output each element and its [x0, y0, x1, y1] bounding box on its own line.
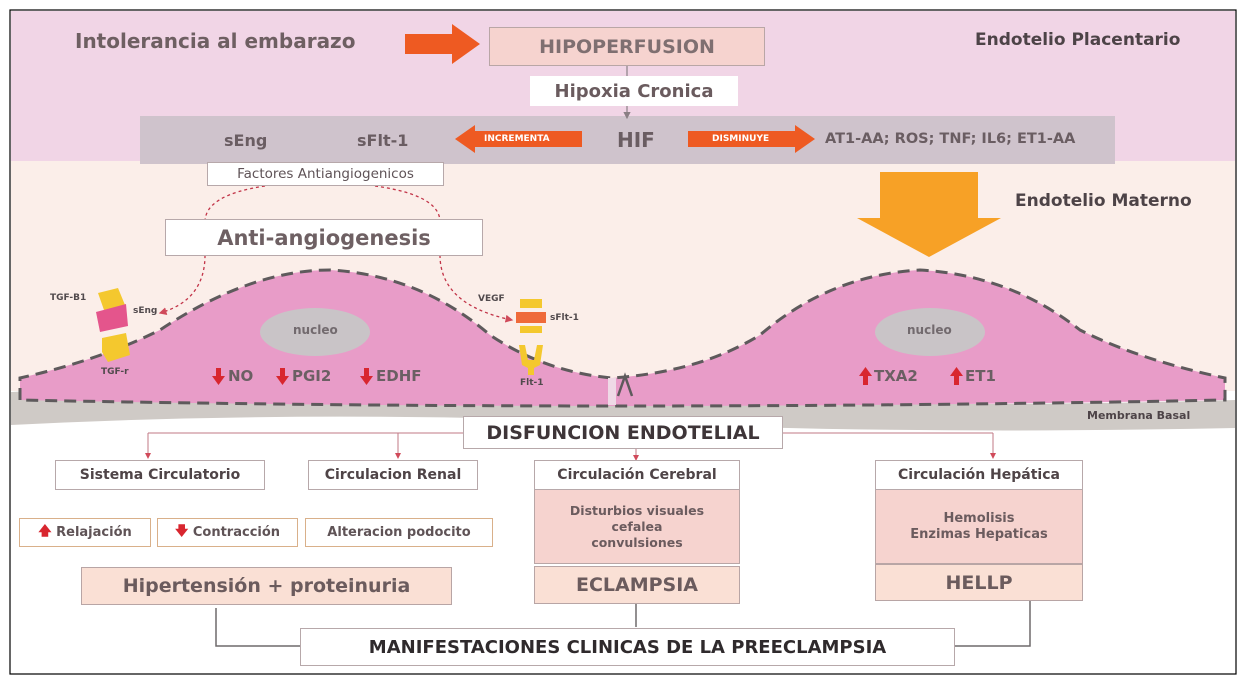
- cerebral-effect-cefalea: cefalea: [611, 518, 663, 534]
- membrana-basal-label: Membrana Basal: [1087, 409, 1191, 422]
- curve-to-seng: [158, 254, 206, 315]
- hepatic-effects-box: Hemolisis Enzimas Hepaticas: [875, 490, 1083, 564]
- eclampsia-box: ECLAMPSIA: [534, 566, 740, 604]
- circulacion-hepatica-box: Circulación Hepática: [875, 460, 1083, 490]
- relajacion-box: 🡅 Relajación: [19, 518, 151, 547]
- factores-antiangiogenicos-box: Factores Antiangiogenicos: [207, 162, 444, 186]
- factores-list-label: AT1-AA; ROS; TNF; IL6; ET1-AA: [825, 131, 1076, 147]
- hif-label: HIF: [617, 128, 655, 152]
- seng-small-label: sEng: [133, 306, 158, 316]
- tgf-b1-label: TGF-B1: [50, 293, 87, 303]
- circulacion-renal-box: Circulacion Renal: [308, 460, 478, 490]
- hipertension-box: Hipertensión + proteinuria: [81, 567, 452, 605]
- contraccion-label: Contracción: [192, 525, 281, 540]
- endotelio-placentario-label: Endotelio Placentario: [975, 30, 1181, 50]
- arrow-incrementa: [455, 125, 582, 153]
- circulacion-cerebral-box: Circulación Cerebral: [534, 460, 740, 490]
- nucleo-right-label: nucleo: [907, 323, 952, 337]
- hipoxia-box: Hipoxia Cronica: [530, 76, 738, 106]
- hipoperfusion-box: HIPOPERFUSION: [489, 27, 765, 66]
- hepatic-effect-enzimas: Enzimas Hepaticas: [910, 526, 1048, 542]
- down-arrow-no: [212, 368, 225, 385]
- intolerancia-label: Intolerancia al embarazo: [75, 29, 356, 53]
- down-arrow-edhf: [360, 368, 373, 385]
- hepatic-effect-hemolisis: Hemolisis: [943, 510, 1015, 526]
- cerebral-effect-convulsiones: convulsiones: [591, 534, 683, 550]
- relajacion-label: Relajación: [56, 525, 132, 540]
- tgf-r-label: TGF-r: [101, 367, 129, 377]
- hif-band: [140, 116, 1115, 164]
- arrow-disminuye: [688, 125, 815, 153]
- curve-factores-right: [374, 185, 441, 223]
- sflt1-shape: [516, 312, 546, 323]
- bracket-left: [215, 608, 300, 647]
- txa2-label: TXA2: [874, 367, 918, 385]
- disminuye-label: DISMINUYE: [712, 134, 770, 144]
- sflt1-label: sFlt-1: [357, 131, 409, 150]
- tgf-b1-shape: [98, 288, 125, 310]
- down-arrow-icon: 🡇: [174, 523, 189, 539]
- nucleus-right: [875, 308, 985, 356]
- sistema-circulatorio-box: Sistema Circulatorio: [55, 460, 265, 490]
- flt1-label: Flt-1: [520, 378, 544, 388]
- alteracion-podocito-box: Alteracion podocito: [305, 518, 493, 547]
- seng-shape: [96, 304, 128, 332]
- cerebral-effect-visual: Disturbios visuales: [569, 502, 705, 518]
- seng-label: sEng: [224, 131, 268, 150]
- manifestaciones-box: MANIFESTACIONES CLINICAS DE LA PREECLAMP…: [300, 628, 955, 666]
- up-arrow-icon: 🡅: [38, 523, 52, 539]
- big-down-arrow: [857, 172, 1001, 257]
- nucleus-left: [260, 308, 370, 356]
- up-arrow-et1: [950, 367, 963, 385]
- disfuncion-endotelial-box: DISFUNCION ENDOTELIAL: [463, 416, 783, 449]
- arrow-to-hipoperfusion: [405, 24, 480, 64]
- incrementa-label: INCREMENTA: [484, 134, 550, 144]
- down-arrow-pgi2: [276, 368, 289, 385]
- pgi2-label: PGI2: [292, 367, 332, 385]
- endotelio-materno-label: Endotelio Materno: [1015, 191, 1192, 211]
- cerebral-effects-box: Disturbios visuales cefalea convulsiones: [534, 490, 740, 564]
- bracket-right: [955, 600, 1031, 647]
- endothelial-cells: [18, 268, 1227, 408]
- hellp-box: HELLP: [875, 564, 1083, 601]
- vegf-shape: [520, 299, 542, 308]
- tgf-r-shape: [102, 333, 130, 362]
- anti-angiogenesis-box: Anti-angiogenesis: [165, 219, 483, 256]
- curve-to-sflt1: [439, 254, 514, 323]
- flt1-receptor-shape: [519, 345, 543, 375]
- junction-mark: [616, 372, 634, 397]
- vegf-shape-2: [520, 326, 542, 333]
- up-arrow-txa2: [859, 367, 872, 385]
- nucleo-left-label: nucleo: [293, 323, 338, 337]
- no-label: NO: [228, 367, 254, 385]
- sflt1-small-label: sFlt-1: [550, 313, 579, 323]
- et1-label: ET1: [965, 367, 996, 385]
- edhf-label: EDHF: [376, 367, 422, 385]
- contraccion-box: 🡇 Contracción: [157, 518, 298, 547]
- vegf-label: VEGF: [478, 294, 505, 304]
